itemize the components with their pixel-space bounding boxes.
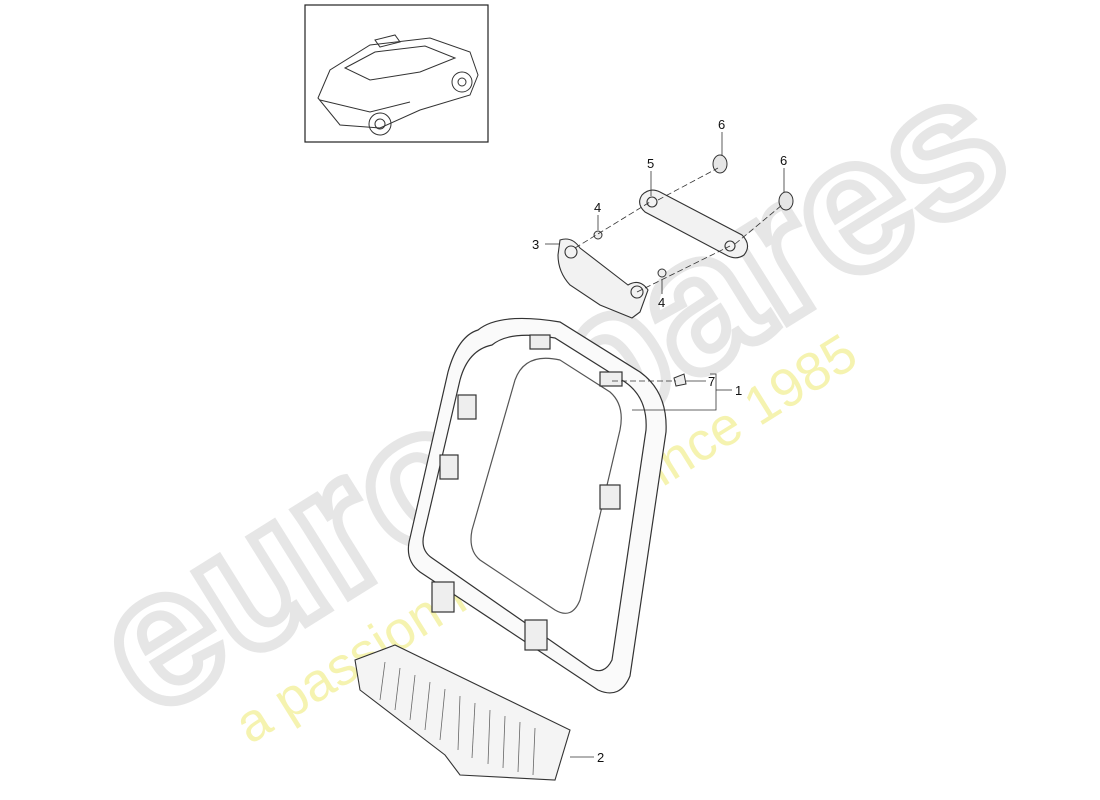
callout-part-7[interactable]: 7	[708, 374, 715, 389]
callout-part-4-lower[interactable]: 4	[658, 295, 665, 310]
callout-part-1[interactable]: 1	[735, 383, 742, 398]
grommet-right[interactable]	[778, 191, 794, 211]
seat-back-panel[interactable]	[407, 317, 667, 694]
callout-part-6-right[interactable]: 6	[780, 153, 787, 168]
clip[interactable]	[673, 373, 687, 387]
nut-lower[interactable]	[657, 268, 667, 278]
callout-part-2[interactable]: 2	[597, 750, 604, 765]
callout-part-4-upper[interactable]: 4	[594, 200, 601, 215]
callout-part-5[interactable]: 5	[647, 156, 654, 171]
callout-part-3[interactable]: 3	[532, 237, 539, 252]
grommet-left[interactable]	[712, 154, 728, 174]
guide-plate[interactable]	[639, 189, 749, 259]
lower-trim-cover[interactable]	[354, 644, 571, 781]
bracket[interactable]	[557, 238, 649, 319]
vehicle-suv-icon	[317, 34, 479, 136]
leader-lines	[545, 132, 785, 758]
callout-part-6-left[interactable]: 6	[718, 117, 725, 132]
vehicle-thumbnail[interactable]	[304, 4, 489, 143]
